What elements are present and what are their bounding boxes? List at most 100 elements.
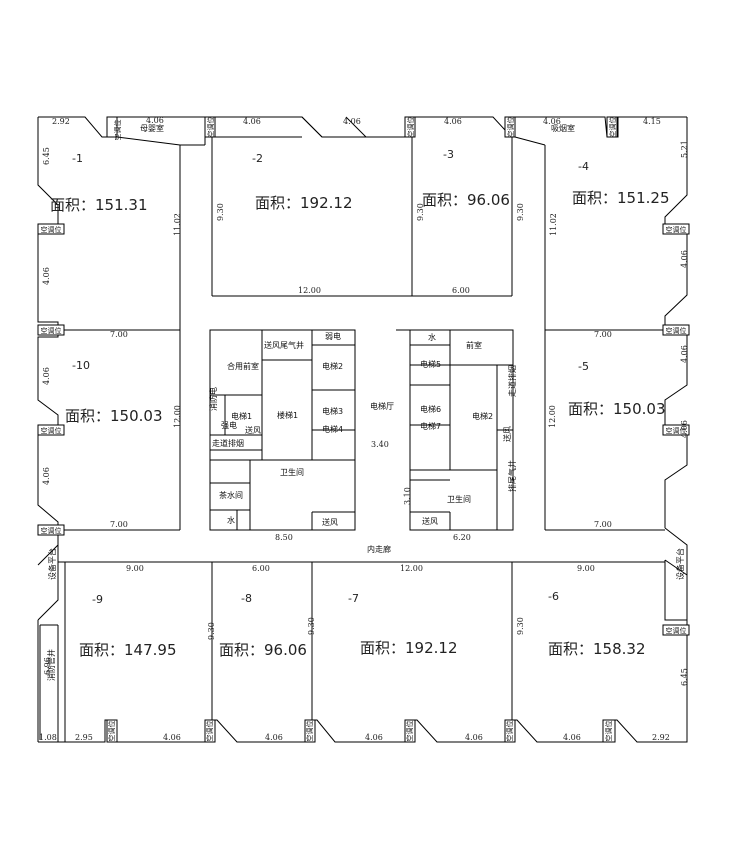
unit-id: -6 <box>548 590 559 603</box>
svg-text:空调位: 空调位 <box>666 326 687 335</box>
unit-id: -4 <box>578 160 589 173</box>
room-equipment-platform: 设备平台 <box>675 548 685 580</box>
dim-label: 9.00 <box>126 564 144 573</box>
dim-label: 4.06 <box>365 733 383 742</box>
unit-id: -10 <box>72 359 90 372</box>
dim-label: 4.06 <box>146 116 164 125</box>
dim-label: 4.06 <box>543 117 561 126</box>
elevator-label: 电梯2 <box>322 361 343 371</box>
dim-label: 6.96 <box>43 657 52 675</box>
svg-text:空调位: 空调位 <box>406 117 415 138</box>
room-water: 水 <box>227 515 235 525</box>
room-smoking: 吸烟室 <box>551 123 575 133</box>
elevator-label: 电梯3 <box>322 406 343 416</box>
ac-unit: 空调位 <box>37 223 65 235</box>
room-stair-2: 电梯2 <box>472 411 493 421</box>
dim-label: 9.30 <box>516 203 525 221</box>
ac-unit: 空调位 <box>37 524 65 536</box>
room-supply-air: 送风 <box>422 516 438 526</box>
dim-label: 6.00 <box>252 564 270 573</box>
ac-unit: 空调位 <box>662 624 690 636</box>
svg-text:空调位: 空调位 <box>666 626 687 635</box>
ac-unit: 空调位 <box>37 424 65 436</box>
unit-area: 面积：192.12 <box>360 639 458 657</box>
svg-text:空调位: 空调位 <box>41 225 62 234</box>
svg-text:空调位: 空调位 <box>41 326 62 335</box>
ac-unit: 空调位 <box>606 116 618 138</box>
svg-text:空调位: 空调位 <box>506 117 515 138</box>
unit-area: 面积：150.03 <box>568 400 666 418</box>
room-exhaust-right: 排尾气井 <box>507 460 517 492</box>
dim-label: 11.02 <box>173 213 182 236</box>
ac-unit: 空调位 <box>106 719 118 743</box>
room-stair-1: 楼梯1 <box>277 410 298 420</box>
dim-label: 4.06 <box>243 117 261 126</box>
dim-label: 3.10 <box>403 487 412 505</box>
dim-label: 1.08 <box>39 733 57 742</box>
dim-label: 7.00 <box>110 520 128 529</box>
dim-label: 11.02 <box>549 213 558 236</box>
elevator-label: 电梯4 <box>322 424 343 434</box>
svg-text:空调位: 空调位 <box>41 426 62 435</box>
room-mother-baby: 母婴室 <box>140 123 164 133</box>
room-strong-power: 强电 <box>221 420 237 430</box>
dim-label: 9.30 <box>416 203 425 221</box>
room-weak-power: 弱电 <box>325 331 341 341</box>
partitions <box>37 136 688 742</box>
unit-area: 面积：147.95 <box>79 641 177 659</box>
dim-label: 12.00 <box>298 286 321 295</box>
svg-text:空调位: 空调位 <box>505 721 514 742</box>
room-water: 水 <box>428 332 436 342</box>
svg-text:空调位: 空调位 <box>604 721 613 742</box>
dim-label: 12.00 <box>548 405 557 428</box>
ac-unit: 空调位 <box>662 223 690 235</box>
ac-unit: 空调位 <box>404 116 416 138</box>
room-inner-corridor: 内走廊 <box>367 544 391 554</box>
room-vestibule-left: 合用前室 <box>227 361 259 371</box>
unit-area: 面积：151.31 <box>50 196 148 214</box>
ac-units: 空调位 空调位 空调位 空调位 空调位 空调位 空调位 空调位 空调位 空调位 … <box>37 116 690 743</box>
dim-label: 7.00 <box>594 520 612 529</box>
dim-label: 3.40 <box>371 440 389 449</box>
core-left <box>209 329 356 531</box>
dim-label: 5.21 <box>680 140 689 158</box>
unit-id: -3 <box>443 148 454 161</box>
ac-unit: 空调位 <box>404 719 416 743</box>
ac-unit: 空调位 <box>304 719 316 743</box>
dim-label: 12.00 <box>400 564 423 573</box>
elevator-label: 电梯6 <box>420 404 441 414</box>
ac-unit: 空调位 <box>662 424 690 436</box>
room-exhaust-shaft: 送风尾气井 <box>264 340 304 350</box>
unit-id: -1 <box>72 152 83 165</box>
ac-unit: 空调位 <box>37 324 65 336</box>
svg-text:空调位: 空调位 <box>666 225 687 234</box>
elevator-label: 电梯5 <box>420 359 441 369</box>
room-equipment-platform: 设备平台 <box>47 548 57 580</box>
dim-label: 4.06 <box>680 420 689 438</box>
room-fire-power: 消防电 <box>208 387 218 411</box>
room-vestibule-right: 前室 <box>466 340 482 350</box>
dim-label: 4.15 <box>643 117 661 126</box>
unit-area: 面积：192.12 <box>255 194 353 212</box>
dim-label: 9.30 <box>216 203 225 221</box>
dim-label: 4.06 <box>680 250 689 268</box>
room-supply-air: 送风 <box>502 426 512 442</box>
ac-unit: 空调位 <box>504 116 516 138</box>
svg-text:空调位: 空调位 <box>206 117 215 138</box>
dim-label: 4.06 <box>163 733 181 742</box>
unit-id: -7 <box>348 592 359 605</box>
dim-label: 9.00 <box>577 564 595 573</box>
dim-label: 4.06 <box>42 367 51 385</box>
ac-unit: 空调位 <box>106 116 122 141</box>
room-corridor-exhaust-right: 走道排烟 <box>507 365 517 397</box>
dim-label: 9.30 <box>307 617 316 635</box>
unit-area: 面积：150.03 <box>65 407 163 425</box>
unit-id: -8 <box>241 592 252 605</box>
unit-id: -2 <box>252 152 263 165</box>
dim-label: 2.95 <box>75 733 93 742</box>
core-right <box>396 329 514 531</box>
room-corridor-exhaust: 走道排烟 <box>212 438 244 448</box>
dim-label: 4.06 <box>42 467 51 485</box>
unit-labels: -1 面积：151.31 -2 面积：192.12 -3 面积：96.06 -4… <box>50 148 670 659</box>
svg-text:空调位: 空调位 <box>113 120 122 141</box>
